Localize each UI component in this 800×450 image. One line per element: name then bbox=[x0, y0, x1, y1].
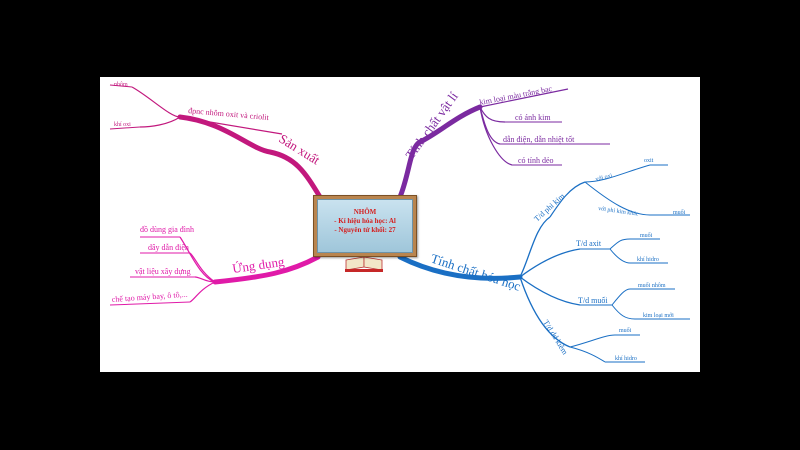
branch-vat-li bbox=[397, 88, 610, 200]
ung-dung-leaf-3: vật liệu xây dựng bbox=[135, 267, 191, 276]
san-xuat-leaf-2: khí oxi bbox=[114, 122, 131, 128]
phi-kim-label: T/d phi kim bbox=[532, 191, 567, 223]
axit-leaf-2: khí hidro bbox=[637, 257, 659, 263]
branch-san-xuat bbox=[109, 84, 323, 200]
board-title: NHÔM bbox=[353, 208, 377, 216]
vat-li-label: Tính chất vật lí bbox=[402, 89, 461, 162]
ung-dung-leaf-2: dây dẫn điện bbox=[148, 243, 189, 252]
axit-label: T/d axit bbox=[576, 239, 602, 248]
kiem-leaf-2: khí hidro bbox=[615, 356, 637, 362]
kiem-leaf-1: muối bbox=[619, 327, 632, 334]
vat-li-leaf-2: có ánh kim bbox=[515, 113, 551, 122]
ung-dung-leaf-4: chế tạo máy bay, ô tô,... bbox=[112, 290, 188, 304]
phi-kim-oxi-label: với oxi bbox=[595, 173, 613, 183]
vat-li-leaf-3: dẫn điện, dẫn nhiệt tốt bbox=[503, 135, 575, 144]
san-xuat-leaf-1: nhôm bbox=[114, 82, 128, 88]
branch-ung-dung bbox=[109, 236, 321, 306]
axit-leaf-1: muối bbox=[640, 232, 653, 239]
vat-li-leaf-4: có tính dẻo bbox=[518, 156, 554, 165]
muoi-label: T/d muối bbox=[578, 296, 608, 305]
muoi-leaf-1: muối nhôm bbox=[638, 282, 666, 289]
phi-kim-oxit-leaf: oxit bbox=[644, 158, 654, 164]
mindmap-slide: Sản xuất đpnc nhôm oxit và criolit nhôm … bbox=[100, 77, 700, 372]
board-symbol-line: - Kí hiệu hóa học: Al bbox=[334, 217, 396, 225]
ung-dung-leaf-1: đồ dùng gia đình bbox=[140, 225, 194, 234]
open-book-icon bbox=[345, 256, 383, 272]
muoi-leaf-2: kim loại mới bbox=[643, 313, 674, 319]
phi-kim-khac-label: với phi kim khác bbox=[598, 206, 639, 218]
kiem-label: T/d dd kiềm bbox=[541, 318, 570, 357]
ung-dung-label: Ứng dụng bbox=[231, 254, 285, 276]
branch-hoa-hoc bbox=[397, 164, 690, 363]
vat-li-leaf-1: kim loại màu trắng bạc bbox=[479, 84, 554, 107]
board-panel: NHÔM - Kí hiệu hóa học: Al - Nguyên tử k… bbox=[317, 199, 413, 253]
mindmap-canvas: Sản xuất đpnc nhôm oxit và criolit nhôm … bbox=[109, 82, 690, 363]
center-board: NHÔM - Kí hiệu hóa học: Al - Nguyên tử k… bbox=[313, 195, 417, 257]
phi-kim-muoi-leaf: muối bbox=[673, 209, 686, 216]
san-xuat-label: Sản xuất bbox=[276, 131, 323, 168]
board-mass-line: - Nguyên tử khối: 27 bbox=[334, 226, 396, 234]
